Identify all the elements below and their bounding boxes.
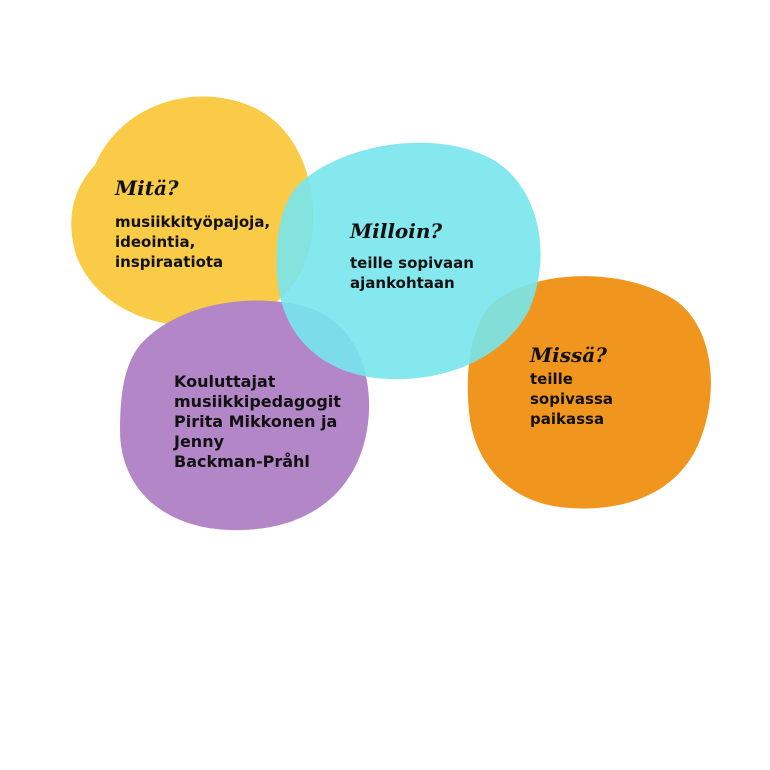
purple-bubble [120, 300, 370, 531]
trainers-line-3: Pirita Mikkonen ja [174, 412, 338, 431]
when-bubble-text: Milloin? teille sopivaan ajankohtaan [350, 219, 474, 293]
when-heading: Milloin? [350, 219, 443, 243]
where-line-3: paikassa [530, 410, 605, 428]
orange-bubble [467, 276, 711, 509]
where-heading: Missä? [530, 343, 607, 367]
what-line-2: ideointia, [115, 233, 196, 251]
trainers-bubble-text: Kouluttajat musiikkipedagogit Pirita Mik… [174, 372, 341, 472]
what-bubble-text: Mitä? musiikkityöpajoja, ideointia, insp… [115, 176, 270, 272]
yellow-bubble [71, 96, 314, 327]
trainers-line-4: Jenny [174, 432, 225, 451]
trainers-line-5: Backman-Pråhl [174, 452, 310, 471]
where-bubble-text: Missä? teille sopivassa paikassa [530, 343, 613, 429]
where-line-1: teille [530, 370, 573, 388]
where-line-2: sopivassa [530, 390, 613, 408]
cyan-bubble [276, 142, 541, 380]
trainers-line-2: musiikkipedagogit [174, 392, 341, 411]
what-line-3: inspiraatiota [115, 253, 224, 271]
what-heading: Mitä? [115, 176, 179, 200]
what-line-1: musiikkityöpajoja, [115, 213, 271, 231]
when-line-1: teille sopivaan [350, 254, 474, 272]
when-line-2: ajankohtaan [350, 274, 455, 292]
trainers-line-1: Kouluttajat [174, 372, 276, 391]
